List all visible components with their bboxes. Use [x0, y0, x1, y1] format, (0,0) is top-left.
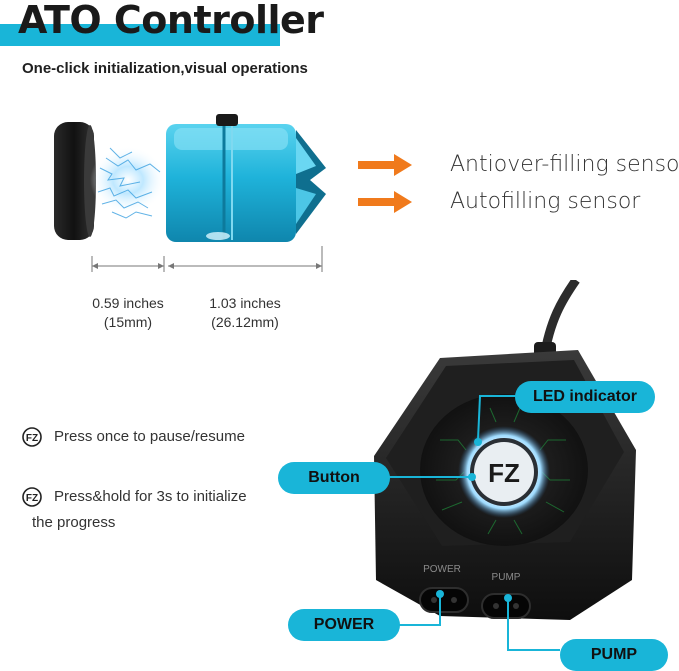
- callout-power: POWER: [288, 609, 400, 641]
- svg-text:FZ: FZ: [26, 493, 38, 504]
- feature-antioverfill: Antiover-filling sensor: [450, 152, 679, 177]
- instruction-initialize-text-2: the progress: [32, 514, 116, 531]
- instruction-initialize: FZ Press&hold for 3s to initialize the p…: [22, 484, 247, 536]
- arrow-icon: [358, 191, 412, 213]
- dimension-lines: [91, 246, 323, 272]
- dimension-sensor: 1.03 inches (26.12mm): [198, 294, 292, 332]
- sensor-illustration: [54, 114, 326, 272]
- magnet-disc: [54, 122, 94, 240]
- page-title: ATO Controller: [18, 0, 324, 42]
- dimension-sensor-inches: 1.03 inches: [209, 295, 281, 311]
- controller-device: FZ POWER PUMP: [374, 280, 636, 620]
- spark-glow: [90, 146, 166, 214]
- power-port[interactable]: [419, 587, 469, 613]
- fz-logo-icon: FZ: [22, 427, 42, 447]
- title-underline-bar: [0, 24, 280, 46]
- callout-pump: PUMP: [560, 639, 668, 671]
- device-power-label: POWER: [423, 564, 461, 575]
- button-face[interactable]: [474, 442, 534, 502]
- arrow-icon: [358, 154, 412, 176]
- lightning-icon: [97, 147, 161, 219]
- instruction-pause: FZ Press once to pause/resume: [22, 424, 245, 450]
- feature-autofill: Autofilling sensor: [450, 189, 641, 214]
- dimension-magnet-mm: (15mm): [103, 314, 153, 330]
- sensor-tip-face: [296, 138, 316, 174]
- sensor-bottom-glow: [206, 232, 230, 240]
- page-subtitle: One-click initialization,visual operatio…: [22, 60, 308, 77]
- device-pump-label: PUMP: [492, 572, 521, 583]
- button-logo: FZ: [488, 458, 520, 488]
- dimension-magnet-inches: 0.59 inches: [92, 295, 164, 311]
- callout-led-indicator: LED indicator: [515, 381, 655, 413]
- magnet-disc-face: [84, 125, 96, 237]
- dimension-sensor-mm: (26.12mm): [211, 314, 279, 330]
- instruction-initialize-text: Press&hold for 3s to initialize: [54, 488, 247, 505]
- fz-logo-icon: FZ: [22, 487, 42, 507]
- sensor-tip-face-lower: [296, 188, 316, 224]
- svg-text:FZ: FZ: [26, 433, 38, 444]
- title-block: ATO Controller: [0, 0, 340, 48]
- sensor-button-nub: [216, 114, 238, 126]
- pump-port[interactable]: [481, 593, 531, 619]
- instruction-pause-text: Press once to pause/resume: [54, 428, 245, 445]
- callout-button: Button: [278, 462, 390, 494]
- dimension-magnet: 0.59 inches (15mm): [84, 294, 172, 332]
